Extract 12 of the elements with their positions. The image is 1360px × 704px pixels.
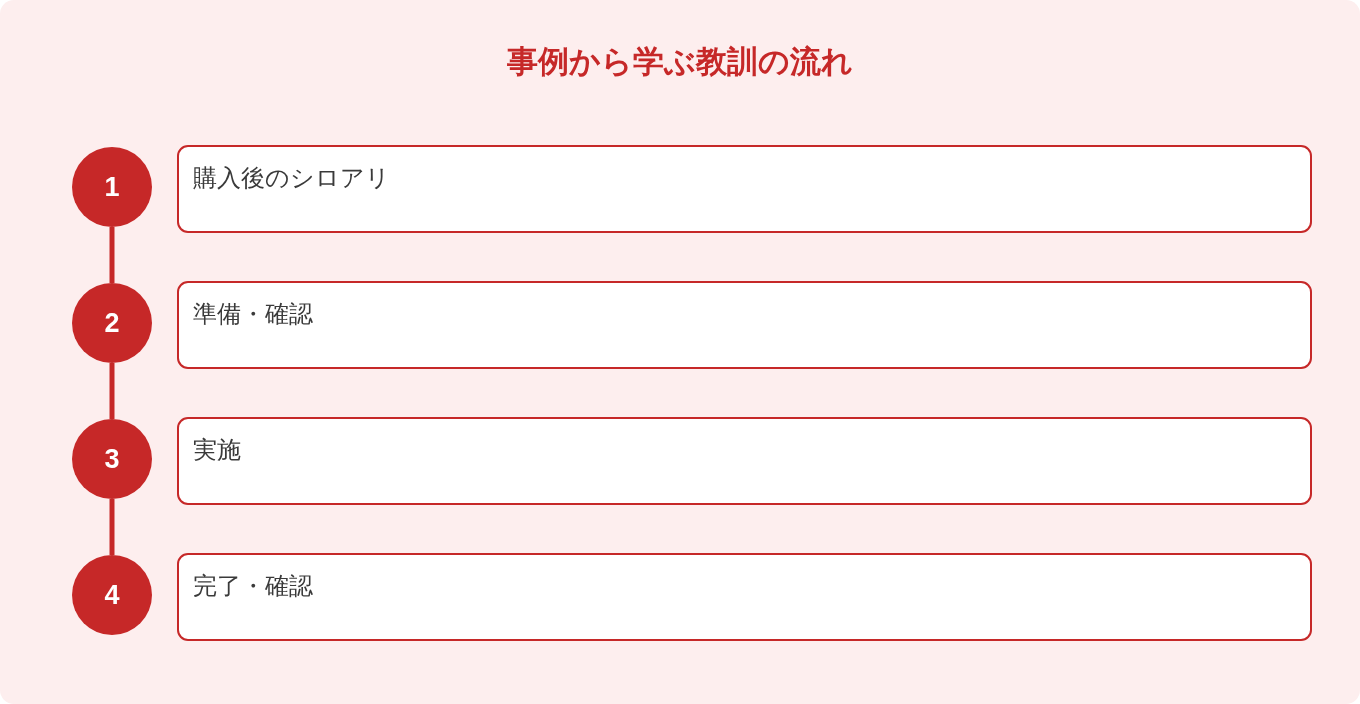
- step-box: 準備・確認: [177, 281, 1312, 369]
- step-box: 完了・確認: [177, 553, 1312, 641]
- connector-line: [109, 363, 115, 419]
- connector-line: [109, 227, 115, 283]
- connector-line: [109, 499, 115, 555]
- title: 事例から学ぶ教訓の流れ: [507, 43, 853, 81]
- step-box: 実施: [177, 417, 1312, 505]
- step-box: 購入後のシロアリ: [177, 145, 1312, 233]
- step-circle: 1: [72, 147, 152, 227]
- step-circle: 2: [72, 283, 152, 363]
- step-circle: 3: [72, 419, 152, 499]
- step-circle: 4: [72, 555, 152, 635]
